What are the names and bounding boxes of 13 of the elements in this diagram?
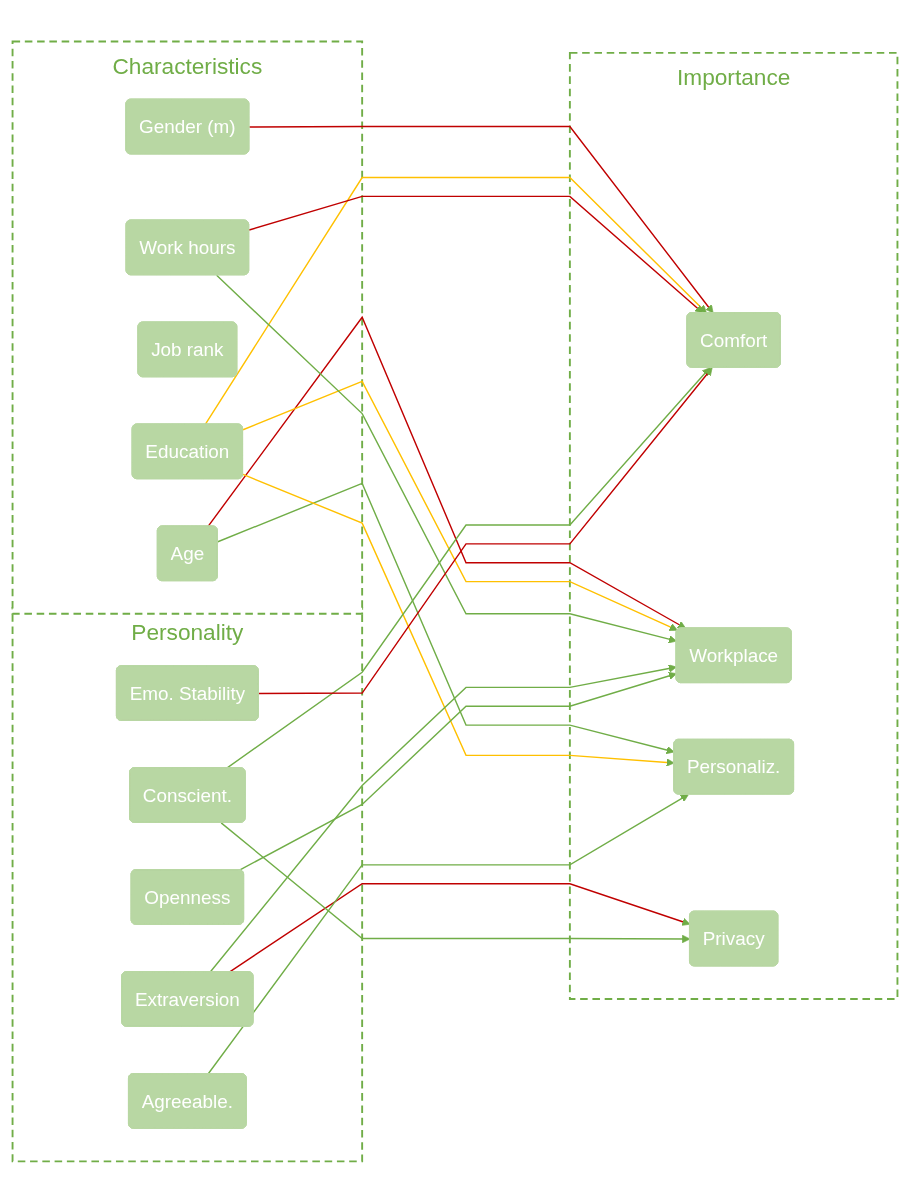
arrow — [220, 821, 691, 943]
arrow — [204, 176, 707, 425]
arrow — [248, 195, 704, 313]
arrow — [238, 671, 677, 871]
arrow — [207, 315, 687, 629]
arrow — [228, 882, 691, 973]
arrow — [248, 125, 714, 313]
arrow — [242, 380, 678, 631]
arrow — [215, 274, 677, 643]
arrow — [209, 663, 677, 973]
arrow — [226, 366, 711, 769]
arrow — [258, 366, 713, 694]
arrow — [207, 793, 689, 1075]
